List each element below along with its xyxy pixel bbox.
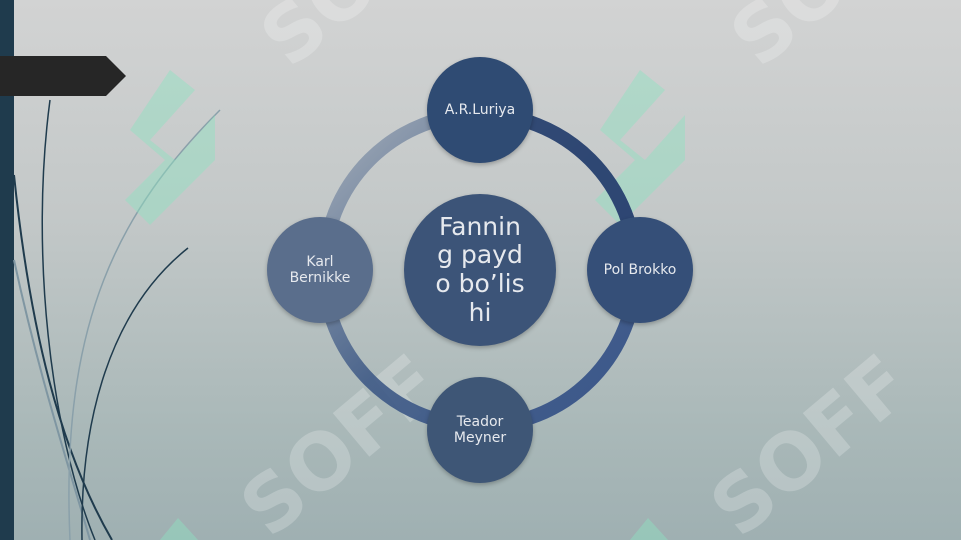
node-bottom: Teador Meyner <box>427 377 533 483</box>
node-left: Karl Bernikke <box>267 217 373 323</box>
center-node: Fanning paydo bo’lishi <box>404 194 556 346</box>
left-accent-bar <box>0 0 14 540</box>
node-bottom-label: Teador Meyner <box>453 413 507 446</box>
node-right: Pol Brokko <box>587 217 693 323</box>
arrow-tab-shape <box>0 56 126 96</box>
node-top: A.R.Luriya <box>427 57 533 163</box>
node-left-label: Karl Bernikke <box>289 253 351 286</box>
center-node-label: Fanning paydo bo’lishi <box>435 211 525 327</box>
node-right-label: Pol Brokko <box>603 261 677 278</box>
node-top-label: A.R.Luriya <box>444 101 516 118</box>
